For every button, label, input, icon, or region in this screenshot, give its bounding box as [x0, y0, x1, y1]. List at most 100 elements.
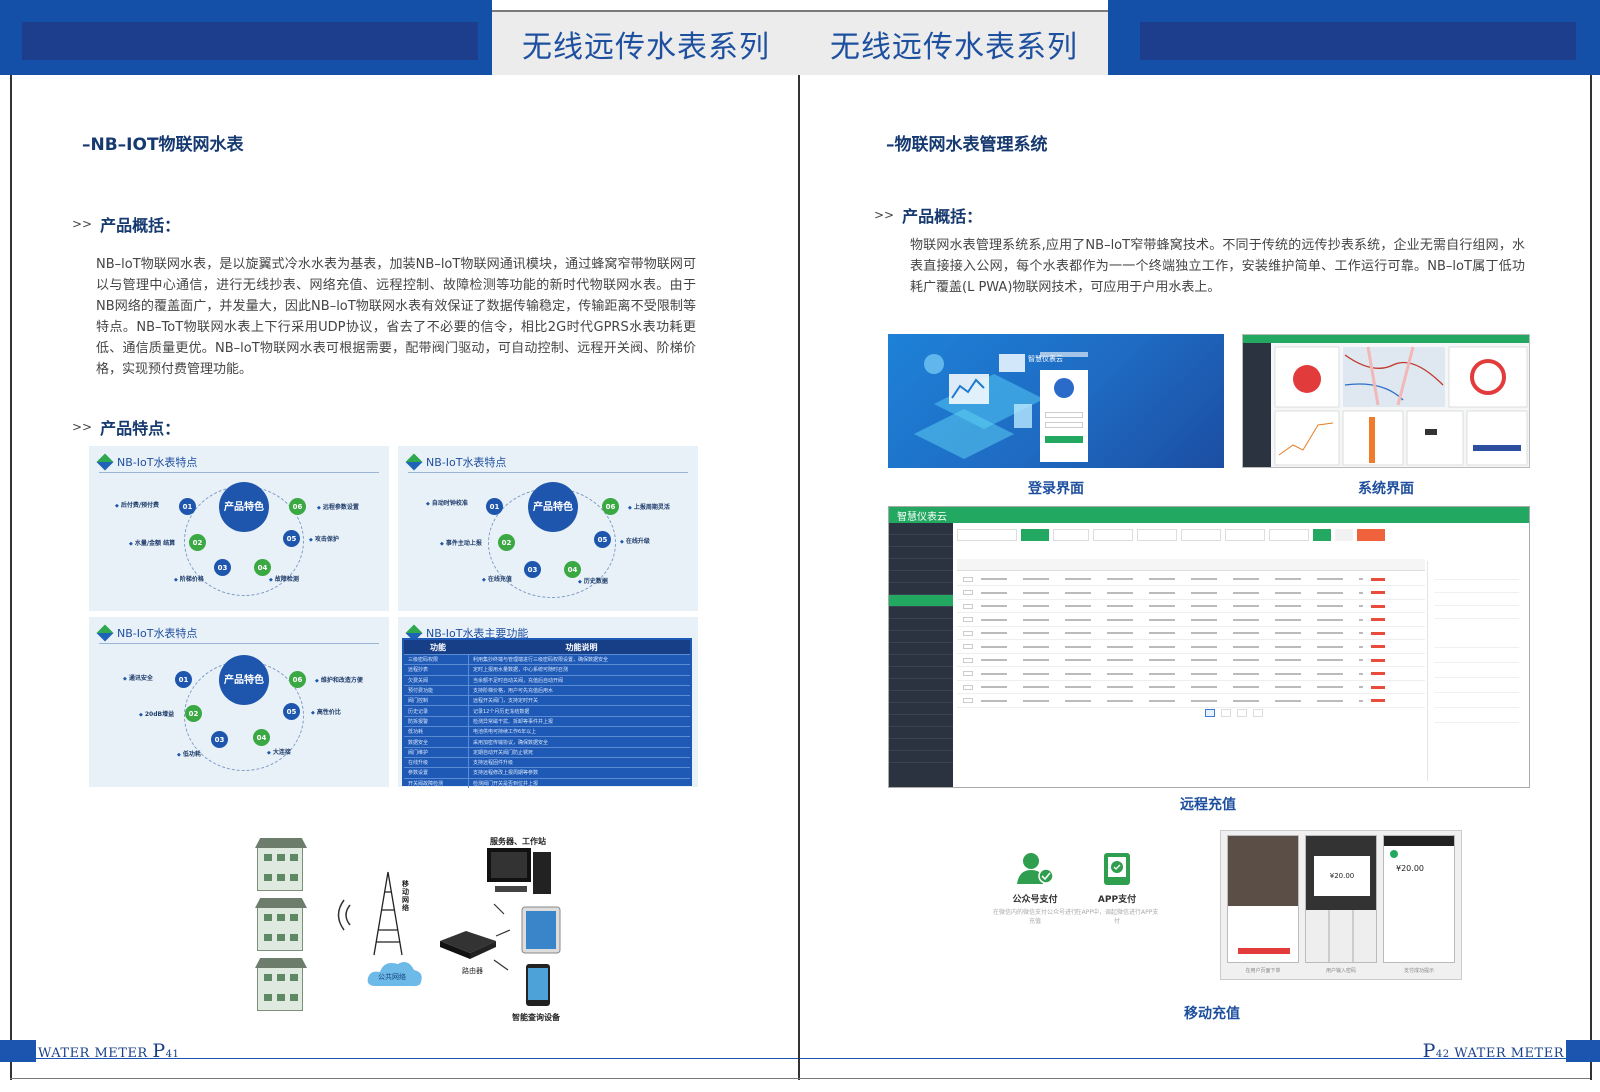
left-overview-text: NB–loT物联网水表，是以旋翼式冷水水表为基表，加装NB–loT物联网通讯模块…	[96, 257, 696, 377]
sidebar-item[interactable]	[889, 727, 953, 739]
right-header-inner	[1140, 22, 1576, 60]
sidebar-item[interactable]	[889, 691, 953, 703]
table-row[interactable]	[957, 587, 1425, 600]
phone-success: ¥20.00	[1383, 835, 1455, 963]
function-table-row: 历史记录记录12个月历史冻结数据	[404, 705, 690, 716]
right-overview-label: 产品概括：	[902, 207, 983, 226]
function-table-row: 远程抄表定时上报用水量数据，中心系统可随时召测	[404, 664, 690, 675]
center-badge: 产品特色	[219, 482, 269, 532]
table-row[interactable]	[957, 573, 1425, 586]
table-row[interactable]	[957, 668, 1425, 681]
cloud-label: 公共网络	[378, 973, 406, 981]
center-badge: 产品特色	[219, 655, 269, 705]
sidebar-item[interactable]	[889, 679, 953, 691]
left-features-heading: >> 产品特点：	[72, 415, 180, 439]
sidebar-item[interactable]	[889, 715, 953, 727]
function-table-row: 开关阀故障检测检测阀门开关是否到位并上报	[404, 777, 690, 788]
diamond-icon	[96, 453, 114, 471]
sidebar-item[interactable]	[889, 571, 953, 583]
building-icon	[255, 838, 307, 891]
system-caption: 系统界面	[1358, 481, 1414, 497]
sidebar-item[interactable]	[889, 559, 953, 571]
tablet-icon	[521, 906, 561, 954]
left-features-label: 产品特点：	[100, 419, 181, 438]
sidebar-item[interactable]	[889, 583, 953, 595]
sidebar-item[interactable]	[889, 751, 953, 763]
login-button[interactable]	[1045, 436, 1083, 443]
dashboard-topbar: 智慧仪表云	[889, 507, 1529, 523]
right-section-title: –物联网水表管理系统	[886, 135, 1048, 155]
sidebar-item[interactable]	[889, 547, 953, 559]
chevron-right-icon: >>	[874, 208, 895, 222]
function-table-row: 阀门控制远程开关阀门，支持定时开关	[404, 695, 690, 706]
password-field[interactable]	[1045, 422, 1083, 428]
login-caption: 登录界面	[1028, 481, 1084, 497]
function-table-row: 数据安全采用加密传输协议，确保数据安全	[404, 736, 690, 747]
cloud-icon	[367, 962, 422, 987]
login-box-title: 智慧仪表云	[1028, 355, 1063, 363]
left-page: 无线远传水表系列 –NB–IOT物联网水表 >> 产品概括： NB–loT物联网…	[0, 0, 800, 1092]
table-row[interactable]	[957, 600, 1425, 613]
feature-panel-2: NB-IoT水表特点 产品特色 01 06 02 05 03 04 自动时钟校准…	[398, 446, 698, 611]
mobile-recharge-caption: 移动充值	[1184, 1006, 1240, 1022]
right-header-title: 无线远传水表系列	[800, 12, 1108, 75]
function-table-row: 参数设置支持远程修改上报周期等参数	[404, 767, 690, 778]
left-header-title: 无线远传水表系列	[492, 12, 800, 75]
center-fold-line	[798, 75, 800, 1080]
router-icon	[440, 931, 496, 959]
computer-icon	[487, 848, 551, 894]
table-row[interactable]	[957, 681, 1425, 694]
chevron-right-icon: >>	[72, 217, 93, 231]
sidebar-item[interactable]	[889, 667, 953, 679]
table-row[interactable]	[957, 654, 1425, 667]
keypad[interactable]	[1306, 910, 1376, 962]
right-overview-text: 物联网水表管理系统系,应用了NB–loT窄带蜂窝技术。不同于传统的远传抄表系统，…	[910, 238, 1525, 295]
mobile-pay-screenshot: ¥20.00 ¥20.00 在用户页面下单 用户输入密码 支付成功提示	[1220, 830, 1462, 980]
sidebar-item[interactable]	[889, 703, 953, 715]
function-table-row: 低功耗电池供电可持续工作6年以上	[404, 726, 690, 737]
function-table-row: 三级密码权限利用集抄终端与管理端进行三级密码权限设置，确保数据安全	[404, 654, 690, 665]
server-label: 服务器、工作站	[490, 837, 546, 846]
dashboard-widgets	[1274, 346, 1528, 466]
system-screenshot	[1242, 334, 1530, 468]
sidebar-item[interactable]	[889, 739, 953, 751]
dashboard-sidebar	[889, 523, 953, 787]
username-field[interactable]	[1045, 412, 1083, 418]
center-badge: 产品特色	[528, 482, 578, 532]
wechat-pay-icon	[1017, 853, 1054, 884]
left-header-rule	[492, 10, 800, 12]
sidebar-item[interactable]	[889, 643, 953, 655]
app-pay-icon	[1104, 853, 1130, 885]
table-row[interactable]	[957, 627, 1425, 640]
sidebar-item[interactable]	[889, 619, 953, 631]
left-section-title: –NB–IOT物联网水表	[82, 135, 244, 155]
function-table-row: 在线升级支持远程固件升级	[404, 756, 690, 768]
function-panel-title: NB-IoT水表主要功能	[405, 624, 528, 642]
sidebar-item[interactable]	[889, 655, 953, 667]
sidebar-item[interactable]	[889, 595, 953, 607]
left-header-inner	[22, 22, 478, 60]
sidebar-item[interactable]	[889, 631, 953, 643]
mobile-network-label: 移动网络	[402, 880, 409, 912]
chevron-right-icon: >>	[72, 420, 93, 434]
device-label: 智能查询设备	[512, 1013, 560, 1022]
diamond-icon	[96, 624, 114, 642]
login-box	[1040, 370, 1088, 462]
feature-panel-1: NB-IoT水表特点 产品特色 01 06 02 05 03 04 后付费/预付…	[89, 446, 389, 611]
sidebar-item[interactable]	[889, 523, 953, 535]
router-label: 路由器	[462, 967, 483, 975]
table-row[interactable]	[957, 641, 1425, 654]
iso-illustration	[914, 354, 1044, 459]
function-table-header: 功能 功能说明	[404, 640, 690, 654]
sidebar-item[interactable]	[889, 607, 953, 619]
app-pay-block: APP支付 在APP中，调起微信进行APP支付	[1074, 852, 1160, 926]
feature-panel-title: NB-IoT水表特点	[96, 453, 197, 471]
function-table-row: 阀门维护定期自动开关阀门防止锈死	[404, 746, 690, 757]
feature-panel-3: NB-IoT水表特点 产品特色 01 06 02 05 03 04 通讯安全 维…	[89, 617, 389, 787]
sidebar-item[interactable]	[889, 535, 953, 547]
wechat-pay-block: 公众号支付 在微信内的微信支付公众号进行充值	[992, 852, 1078, 926]
table-row[interactable]	[957, 695, 1425, 708]
table-row[interactable]	[957, 614, 1425, 627]
